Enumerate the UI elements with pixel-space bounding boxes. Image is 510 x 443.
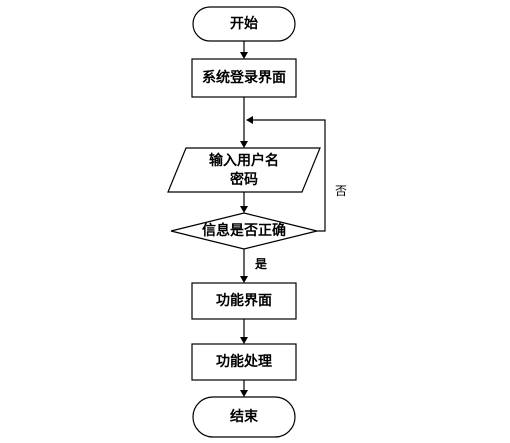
decision-label: 信息是否正确 [202,222,286,239]
login-screen-label: 系统登录界面 [202,69,286,86]
login-screen-node: 系统登录界面 [191,58,297,98]
input-parallelogram-shape [167,147,321,193]
input-node: 输入用户名 密码 [167,147,321,193]
end-node: 结束 [192,396,296,438]
arrowhead-function-process [240,337,248,344]
function-screen-box [191,282,297,320]
function-screen-label: 功能界面 [216,292,272,309]
arrowhead-input [240,141,248,148]
function-process-box [191,343,297,381]
input-label-line2: 密码 [229,171,258,188]
end-label: 结束 [230,408,259,425]
start-terminator-shape [192,6,296,42]
arrowhead-no-loop [246,116,253,124]
function-process-label: 功能处理 [216,353,272,370]
arrowhead-end [240,390,248,397]
start-label: 开始 [230,15,258,32]
decision-diamond-shape [170,212,318,250]
edge-decision-no-loop [253,119,326,232]
decision-node: 信息是否正确 [170,212,318,250]
arrowhead-function-screen [240,276,248,283]
function-screen-node: 功能界面 [191,282,297,320]
function-process-node: 功能处理 [191,343,297,381]
input-label-line1: 输入用户名 [209,152,279,169]
arrowhead-decision [240,206,248,213]
login-screen-box [191,58,297,98]
arrowhead-login [240,52,248,59]
end-terminator-shape [192,396,296,438]
no-label: 否 [335,184,347,198]
start-node: 开始 [192,6,296,42]
yes-label: 是 [254,257,268,271]
